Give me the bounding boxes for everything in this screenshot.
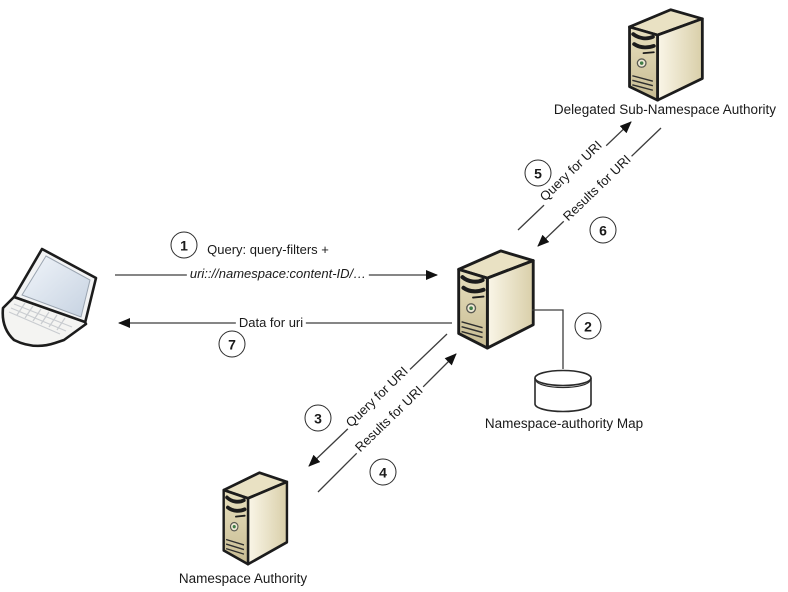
step-2-badge: 2 xyxy=(574,312,602,340)
step-4-badge: 4 xyxy=(369,458,397,486)
step-7-badge: 7 xyxy=(218,330,246,358)
server-icon-resolver xyxy=(459,251,534,348)
step-6-badge: 6 xyxy=(589,216,617,244)
laptop-keyboard xyxy=(8,302,73,335)
laptop-icon xyxy=(1,247,98,348)
node-label-delegated-authority: Delegated Sub-Namespace Authority xyxy=(553,101,777,117)
step-1-badge: 1 xyxy=(170,231,198,259)
server-icon-delegated-authority xyxy=(627,7,705,102)
server-icon-namespace-authority xyxy=(221,470,289,566)
connector-step-2 xyxy=(532,309,564,369)
step-1-label-line2: uri:://namespace:content-ID/… xyxy=(186,267,370,281)
database-icon xyxy=(534,369,592,413)
step-7-label: Data for uri xyxy=(235,316,307,330)
step-5-badge: 5 xyxy=(524,159,552,187)
node-label-namespace-authority: Namespace Authority xyxy=(178,570,308,586)
step-1-label-line1: Query: query-filters + xyxy=(207,242,329,258)
step-3-badge: 3 xyxy=(304,404,332,432)
node-label-namespace-map: Namespace-authority Map xyxy=(484,415,644,431)
